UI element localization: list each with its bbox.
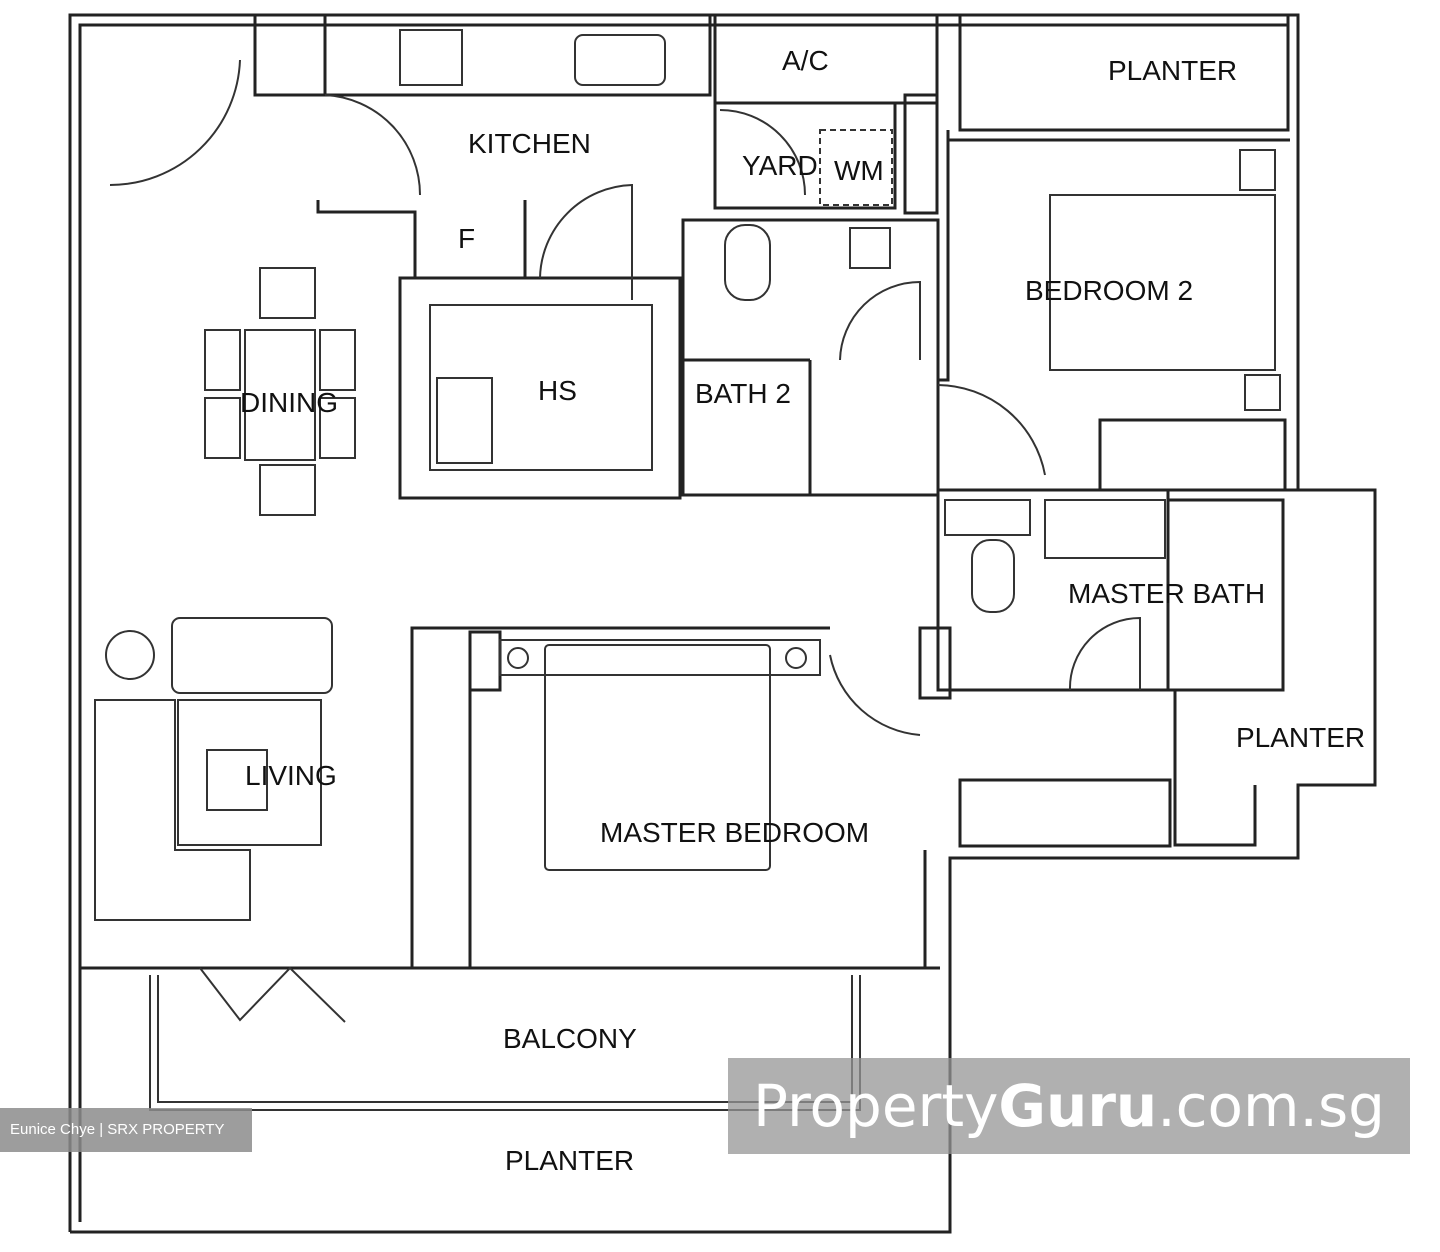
outer-walls xyxy=(68,13,1377,1234)
planter-right-label: PLANTER xyxy=(1236,722,1365,753)
agent-credit: Eunice Chye | SRX PROPERTY xyxy=(0,1108,252,1152)
yard-label: YARD xyxy=(742,150,818,181)
living-label: LIVING xyxy=(245,760,337,791)
propertyguru-watermark: PropertyGuru.com.sg xyxy=(728,1058,1410,1154)
bedroom2-label: BEDROOM 2 xyxy=(1025,275,1193,306)
bath2-label: BATH 2 xyxy=(695,378,791,409)
watermark-part1: Property xyxy=(752,1072,999,1140)
master-bedroom-walls xyxy=(80,626,940,1023)
fridge-label: F xyxy=(458,223,475,254)
kitchen-label: KITCHEN xyxy=(468,128,591,159)
planter-bottom-label: PLANTER xyxy=(505,1145,634,1176)
master-bath-label: MASTER BATH xyxy=(1068,578,1265,609)
entrance-door xyxy=(109,59,241,186)
yard-bath-walls xyxy=(681,93,1046,497)
dining-table xyxy=(204,267,356,516)
watermark-part2: Guru xyxy=(998,1072,1158,1140)
kitchen-walls xyxy=(253,13,1290,500)
watermark-part3: .com.sg xyxy=(1157,1072,1385,1140)
hs-label: HS xyxy=(538,375,577,406)
living-furniture xyxy=(94,617,333,921)
master-bath-walls xyxy=(918,488,1285,848)
ac-label: A/C xyxy=(782,45,829,76)
wm-label: WM xyxy=(834,155,884,186)
bedroom2-walls xyxy=(938,130,1298,492)
master-bedroom-label: MASTER BEDROOM xyxy=(600,817,869,848)
planter-top-label: PLANTER xyxy=(1108,55,1237,86)
dining-label: DINING xyxy=(240,387,338,418)
balcony-label: BALCONY xyxy=(503,1023,637,1054)
